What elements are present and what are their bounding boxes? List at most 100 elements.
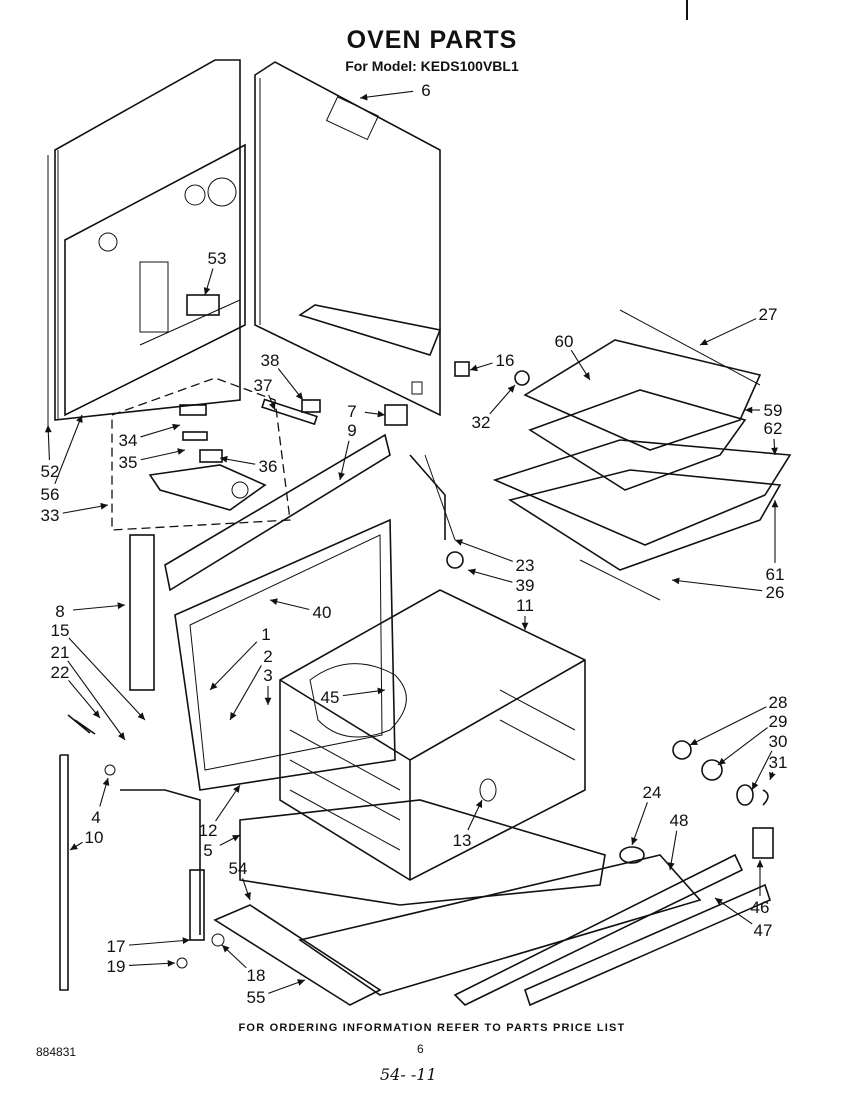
- leader-arrow-21: [117, 732, 125, 740]
- leader-arrow-26: [672, 577, 680, 585]
- callout-label-8: 8: [55, 602, 64, 621]
- callout-label-4: 4: [91, 808, 100, 827]
- leader-arrow-16: [470, 364, 478, 372]
- callout-label-33: 33: [41, 506, 60, 525]
- leader-arrow-12: [233, 785, 240, 793]
- leader-line-15: [68, 637, 146, 721]
- leader-line-30: [751, 750, 773, 791]
- callout-label-3: 3: [263, 666, 272, 685]
- leader-line-8: [72, 604, 126, 611]
- side-panel-drawing: [254, 61, 442, 417]
- callout-label-45: 45: [321, 688, 340, 707]
- callout-label-60: 60: [555, 332, 574, 351]
- front-frame-drawing: [129, 433, 456, 791]
- leader-arrow-4: [102, 778, 110, 786]
- callout-label-31: 31: [769, 753, 788, 772]
- callout-label-17: 17: [107, 937, 126, 956]
- leader-arrow-18: [222, 945, 230, 953]
- callout-label-22: 22: [51, 663, 70, 682]
- oven-racks-drawing: [492, 309, 792, 601]
- leader-line-12: [215, 784, 241, 822]
- page-title: OVEN PARTS: [346, 26, 518, 54]
- callout-label-56: 56: [41, 485, 60, 504]
- callout-label-37: 37: [254, 376, 273, 395]
- leader-arrow-47: [715, 898, 723, 905]
- leader-line-35: [140, 449, 186, 461]
- leader-arrow-45: [377, 687, 385, 695]
- leader-arrow-9: [338, 472, 345, 480]
- leader-line-47: [714, 897, 753, 925]
- oven-cavity-drawing: [213, 589, 702, 1006]
- back-panel-drawing: [47, 59, 246, 425]
- leader-arrow-8: [117, 602, 125, 610]
- callout-label-39: 39: [516, 576, 535, 595]
- callout-label-13: 13: [453, 831, 472, 850]
- callout-label-40: 40: [313, 603, 332, 622]
- leader-arrow-31: [769, 772, 776, 780]
- leader-arrow-59: [745, 406, 753, 414]
- callout-label-52: 52: [41, 462, 60, 481]
- leader-arrow-32: [507, 385, 515, 393]
- leader-line-21: [67, 660, 126, 741]
- leader-line-26: [671, 579, 763, 592]
- callout-label-12: 12: [199, 821, 218, 840]
- callout-label-28: 28: [769, 693, 788, 712]
- leader-arrow-48: [667, 862, 675, 870]
- callout-label-46: 46: [751, 898, 770, 917]
- callout-label-59: 59: [764, 401, 783, 420]
- leader-arrow-35: [177, 448, 185, 455]
- leader-arrow-56: [76, 415, 83, 423]
- callout-label-26: 26: [766, 583, 785, 602]
- ordering-note: FOR ORDERING INFORMATION REFER TO PARTS …: [238, 1022, 626, 1034]
- callout-label-1: 1: [261, 625, 270, 644]
- leader-line-28: [689, 706, 767, 746]
- leader-line-39: [467, 569, 513, 583]
- callout-label-24: 24: [643, 783, 662, 802]
- callout-label-7: 7: [347, 402, 356, 421]
- callout-label-5: 5: [203, 841, 212, 860]
- leader-line-1: [209, 641, 258, 691]
- callout-label-27: 27: [759, 305, 778, 324]
- leader-line-33: [62, 504, 109, 514]
- callout-label-23: 23: [516, 556, 535, 575]
- callout-label-9: 9: [347, 421, 356, 440]
- callout-label-11: 11: [516, 596, 534, 615]
- callout-label-54: 54: [229, 859, 248, 878]
- leader-line-2: [229, 665, 262, 721]
- leader-arrow-55: [297, 979, 305, 986]
- leader-line-29: [717, 727, 768, 766]
- callout-label-47: 47: [754, 921, 773, 940]
- leader-arrow-17: [182, 937, 190, 945]
- handwritten-note: 54- -11: [380, 1065, 437, 1084]
- leader-arrow-37: [269, 402, 276, 410]
- callout-label-48: 48: [670, 811, 689, 830]
- leader-arrow-38: [295, 392, 303, 400]
- leader-arrow-54: [244, 892, 251, 900]
- leader-arrow-11: [521, 622, 529, 630]
- leader-arrow-34: [172, 423, 180, 431]
- leader-line-17: [128, 939, 191, 946]
- callout-label-35: 35: [119, 453, 138, 472]
- callout-label-36: 36: [259, 457, 278, 476]
- leader-line-19: [128, 962, 176, 966]
- leader-arrow-1: [210, 682, 218, 690]
- leader-line-27: [699, 318, 757, 346]
- callout-label-21: 21: [51, 643, 70, 662]
- callout-label-2: 2: [263, 647, 272, 666]
- callout-label-29: 29: [769, 712, 788, 731]
- leader-arrow-24: [631, 837, 638, 845]
- callout-label-19: 19: [107, 957, 126, 976]
- leader-arrow-33: [100, 502, 108, 510]
- callout-label-61: 61: [766, 565, 785, 584]
- leader-arrow-23: [455, 539, 463, 546]
- leader-arrow-15: [137, 712, 145, 720]
- callout-label-53: 53: [208, 249, 227, 268]
- leader-arrow-2: [230, 712, 237, 720]
- leader-arrow-39: [468, 568, 476, 576]
- hardware-drawing: [59, 361, 774, 1007]
- leader-arrow-36: [220, 455, 228, 463]
- leader-arrow-28: [690, 738, 698, 745]
- leader-arrow-5: [232, 835, 240, 842]
- leader-arrow-19: [167, 959, 175, 967]
